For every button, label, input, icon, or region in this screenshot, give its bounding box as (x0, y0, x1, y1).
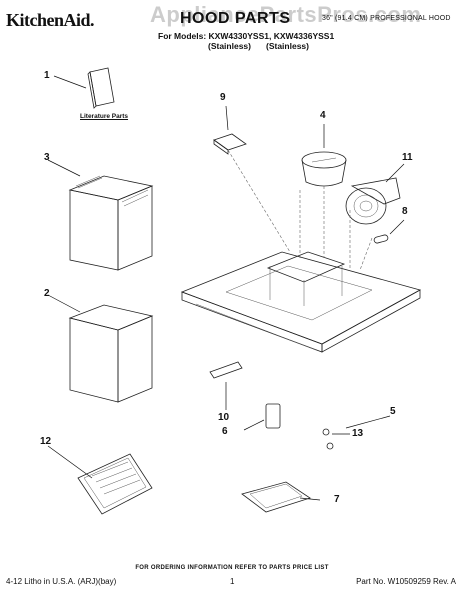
upper-duct-cover-illustration (47, 159, 154, 271)
page-subtitle: 36" (91.4 CM) PROFESSIONAL HOOD (322, 15, 451, 22)
hood-body-illustration (180, 149, 422, 353)
callout-7: 7 (334, 494, 340, 505)
page-number: 1 (230, 577, 235, 586)
callout-9: 9 (220, 92, 226, 103)
callout-6: 6 (222, 426, 228, 437)
filter-illustration (47, 445, 153, 515)
part-number: Part No. W10509259 Rev. A (356, 577, 456, 586)
callout-2: 2 (44, 288, 50, 299)
finish-label-2: (Stainless) (266, 41, 309, 51)
cover-plate-illustration (241, 481, 321, 513)
switch-illustration (209, 361, 243, 410)
callout-5: 5 (390, 406, 396, 417)
callout-8: 8 (402, 206, 408, 217)
damper-illustration (301, 124, 347, 187)
callout-3: 3 (44, 152, 50, 163)
watermark: AppliancePartsPros.com (150, 2, 422, 27)
literature-booklet-illustration (53, 67, 115, 109)
brand-logo: KitchenAid. (6, 10, 95, 30)
callout-4: 4 (320, 110, 326, 121)
callout-13: 13 (352, 428, 364, 439)
page-title: HOOD PARTS (180, 10, 291, 27)
callout-1: 1 (44, 70, 50, 81)
finish-label-1: (Stainless) (208, 41, 251, 51)
litho-info: 4-12 Litho in U.S.A. (ARJ)(bay) (6, 577, 117, 586)
light-socket-illustration (373, 219, 405, 244)
ordering-notice: FOR ORDERING INFORMATION REFER TO PARTS … (135, 565, 329, 571)
bracket-illustration (213, 105, 247, 155)
lower-duct-cover-illustration (47, 294, 154, 403)
callout-10: 10 (218, 412, 230, 423)
model-numbers: For Models: KXW4330YSS1, KXW4336YSS1 (158, 31, 335, 41)
fastener-illustration (322, 415, 391, 450)
control-knob-illustration (243, 403, 281, 431)
blower-illustration (345, 163, 405, 225)
callout-12: 12 (40, 436, 52, 447)
callout-11: 11 (402, 152, 413, 163)
literature-parts-label: Literature Parts (80, 113, 129, 120)
